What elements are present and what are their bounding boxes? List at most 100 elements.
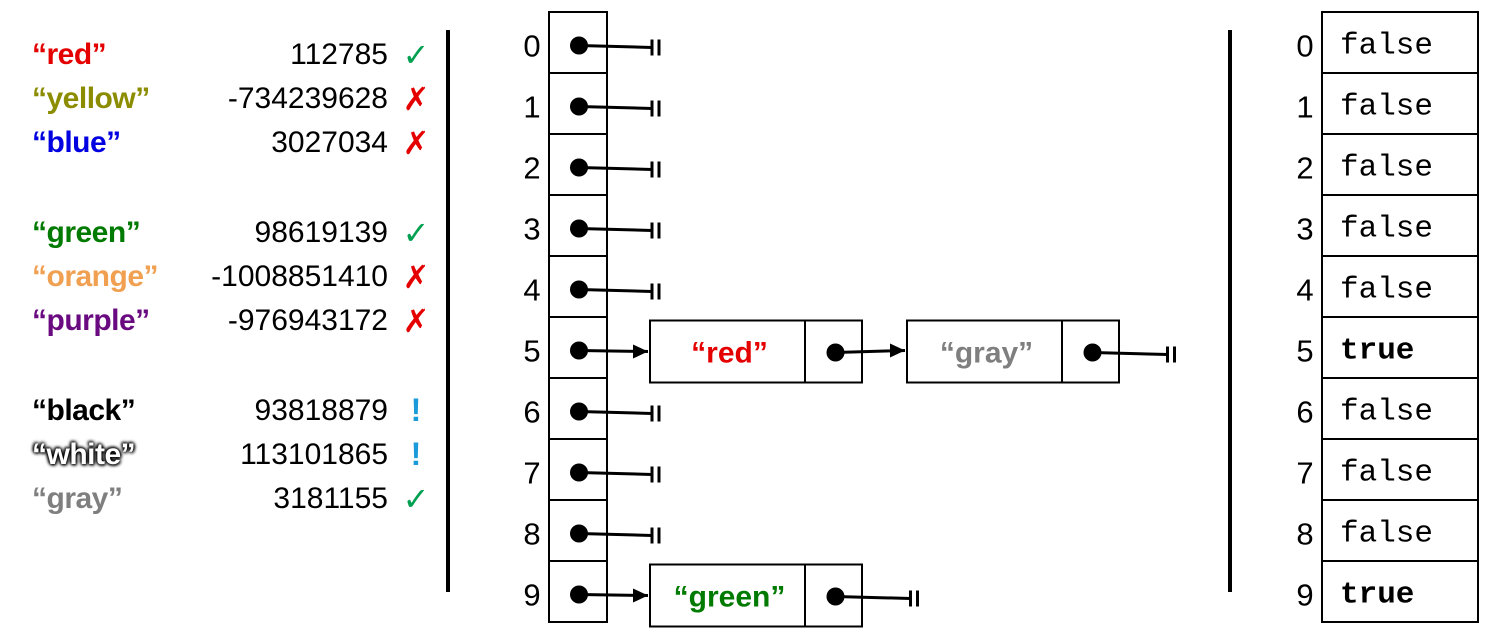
hash-list-row: “white” 113101865!	[0, 436, 440, 480]
null-pointer	[578, 166, 653, 171]
bucket-index: 7	[523, 456, 540, 491]
hash-code: 93818879	[254, 394, 388, 427]
bit-cell	[1321, 560, 1479, 623]
hash-code: 3181155	[273, 482, 388, 515]
hash-code: -976943172	[227, 304, 388, 337]
hash-code: 112785	[290, 38, 388, 71]
bucket-chains: “red” “gray” “green”	[578, 319, 1176, 628]
bit-value: true	[1340, 334, 1414, 369]
bit-index: 7	[1296, 456, 1313, 491]
bit-index: 3	[1296, 212, 1313, 247]
bit-cell	[1321, 72, 1479, 135]
null-pointer	[835, 595, 911, 600]
check-icon: ✓	[402, 481, 430, 517]
bit-cell	[1321, 316, 1479, 379]
bit-cell	[1321, 255, 1479, 318]
null-pointer	[578, 288, 653, 293]
bit-index: 0	[1296, 29, 1313, 64]
bit-cell	[1321, 11, 1479, 74]
bit-index: 9	[1296, 578, 1313, 613]
bucket-index: 0	[523, 29, 540, 64]
word-label: “gray”	[32, 482, 123, 515]
hash-code: 98619139	[254, 216, 388, 249]
cross-icon: ✗	[402, 259, 430, 295]
arrow-head	[633, 344, 648, 359]
bit-value: false	[1340, 517, 1433, 552]
chain-node-value	[649, 563, 806, 628]
hash-code: -734239628	[227, 82, 388, 115]
bit-value: true	[1340, 578, 1414, 613]
word-label: “blue”	[32, 126, 121, 159]
chain-node-label: “green”	[674, 581, 786, 614]
word-label: “green”	[32, 216, 141, 249]
null-pointer	[578, 227, 653, 232]
word-label: “red”	[32, 38, 107, 71]
bit-cell	[1321, 133, 1479, 196]
hash-code-list: “red”112785✓“yellow”-734239628✗“blue”302…	[0, 0, 440, 636]
null-pointer	[578, 44, 653, 49]
word-label: “black”	[32, 394, 136, 427]
hash-list-row: “blue” 3027034 ✗	[0, 124, 440, 168]
chain-node-label: “gray”	[940, 337, 1033, 370]
chain-node-label: “red”	[691, 337, 768, 370]
bit-value: false	[1340, 395, 1433, 430]
bucket-index: 5	[523, 334, 540, 369]
bit-index: 4	[1296, 273, 1313, 308]
bucket-cell	[548, 133, 608, 196]
cross-icon: ✗	[402, 81, 430, 117]
hash-list-row: “yellow”-734239628✗	[0, 80, 440, 124]
bucket-index: 6	[523, 395, 540, 430]
hash-list-row: “gray” 3181155 ✓	[0, 480, 440, 524]
bit-index: 1	[1296, 90, 1313, 125]
bucket-index: 9	[523, 578, 540, 613]
boolean-array: 0 false 1 false 2 false 3 false 4 false 5 true 6 fals…	[1296, 11, 1479, 623]
chain-node-value	[649, 319, 806, 384]
cross-icon: ✗	[402, 125, 430, 161]
bucket-index: 4	[523, 273, 540, 308]
bucket-cell	[548, 255, 608, 318]
bit-cell	[1321, 438, 1479, 501]
bit-cell	[1321, 499, 1479, 562]
arrow-head	[890, 343, 905, 358]
bit-value: false	[1340, 456, 1433, 491]
null-pointer	[578, 532, 653, 537]
arrow-head	[633, 588, 648, 603]
hash-list-row: “orange” -1008851410 ✗	[0, 258, 440, 302]
check-icon: ✓	[402, 215, 430, 251]
bucket-table: 0 1 2 3 4 5 6 7 8 9	[523, 11, 661, 623]
bit-value: false	[1340, 273, 1433, 308]
bit-value: false	[1340, 151, 1433, 186]
bit-index: 2	[1296, 151, 1313, 186]
hash-list-row: “purple” -976943172 ✗	[0, 302, 440, 346]
bit-index: 8	[1296, 517, 1313, 552]
null-pointer	[578, 471, 653, 476]
bit-value: false	[1340, 29, 1433, 64]
cross-icon: ✗	[402, 303, 430, 339]
hash-code: 113101865	[240, 438, 388, 471]
hash-code: 3027034	[271, 126, 388, 159]
word-label: “purple”	[32, 304, 150, 337]
null-pointer	[1092, 351, 1168, 356]
exclamation-icon: !	[410, 392, 422, 428]
left-separator	[446, 30, 450, 592]
hash-list-row: “green” 98619139 ✓	[0, 214, 440, 258]
chain-node-value	[906, 319, 1063, 384]
hash-list-row: “black” 93818879!	[0, 392, 440, 436]
exclamation-icon: !	[410, 436, 422, 472]
bit-index: 5	[1296, 334, 1313, 369]
bit-value: false	[1340, 90, 1433, 125]
bucket-cell	[548, 316, 608, 379]
word-label: “white”	[32, 438, 136, 471]
word-label: “orange”	[32, 260, 159, 293]
bucket-index: 3	[523, 212, 540, 247]
bucket-index: 2	[523, 151, 540, 186]
bit-index: 6	[1296, 395, 1313, 430]
hash-code: -1008851410	[211, 260, 388, 293]
bit-cell	[1321, 194, 1479, 257]
bucket-index: 1	[523, 90, 540, 125]
bucket-index: 8	[523, 517, 540, 552]
right-separator	[1228, 30, 1232, 592]
hash-list-row: “red”112785✓	[0, 36, 440, 80]
bit-value: false	[1340, 212, 1433, 247]
